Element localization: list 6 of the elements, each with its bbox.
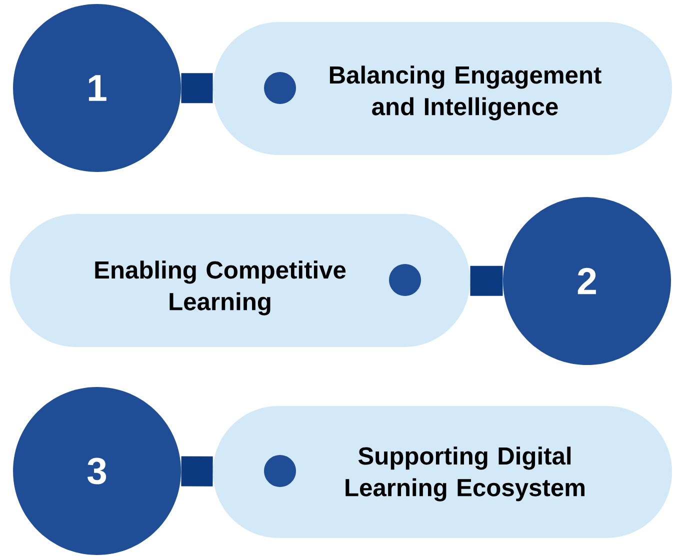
pill-box: Supporting Digital Learning Ecosystem bbox=[213, 406, 672, 538]
connector-bar bbox=[470, 266, 503, 296]
pill-box: Balancing Engagement and Intelligence bbox=[213, 22, 672, 155]
connector-bar bbox=[181, 73, 213, 104]
connector-bar bbox=[181, 456, 213, 486]
pill-box: Enabling Competitive Learning bbox=[10, 214, 470, 347]
